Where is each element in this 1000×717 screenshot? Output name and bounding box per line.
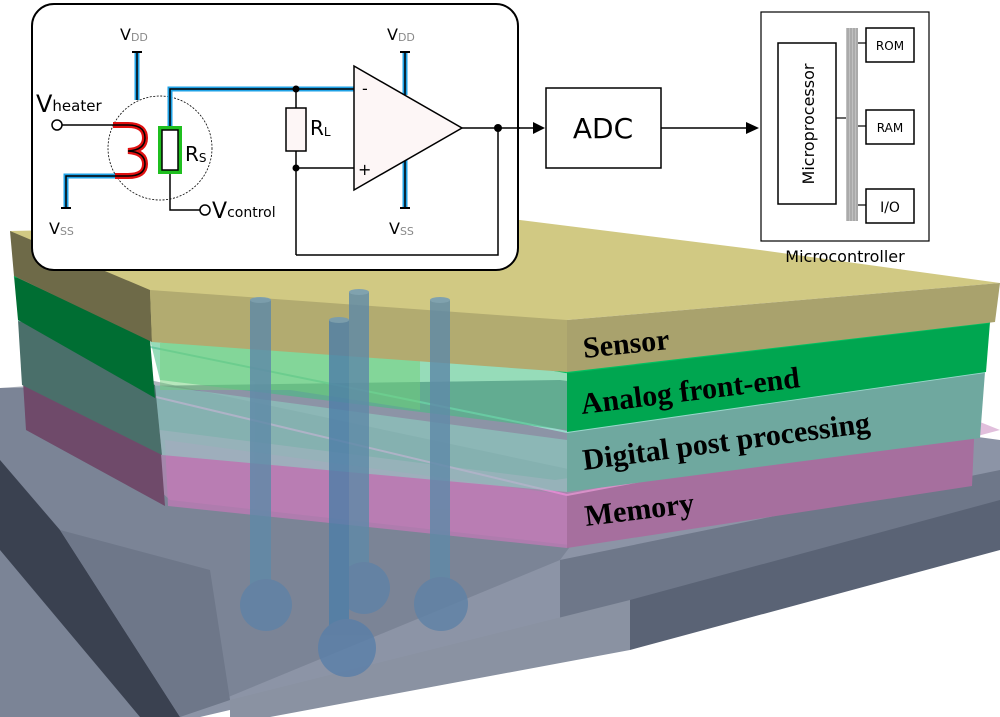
adc-block: ADC xyxy=(518,87,759,169)
vdd-left-label: VDD xyxy=(120,25,148,44)
sensor-front xyxy=(567,283,1000,372)
junction-output xyxy=(494,124,502,132)
rl-label: RL xyxy=(310,116,331,140)
rom-box xyxy=(865,27,915,63)
substrate-lower-front xyxy=(230,600,630,717)
dpp-side xyxy=(18,320,162,455)
microprocessor-box xyxy=(777,42,837,205)
ram-label: RAM xyxy=(877,121,903,135)
vcontrol-wire xyxy=(169,174,200,211)
via-1 xyxy=(240,297,292,631)
rs-resistor xyxy=(161,129,179,171)
via-3 xyxy=(414,297,468,631)
afe-side xyxy=(14,276,155,398)
vdd-left-rail xyxy=(132,51,142,100)
adc-box xyxy=(545,87,662,169)
vcontrol-terminal xyxy=(199,204,211,216)
opamp-plus-label: + xyxy=(358,160,371,179)
system-bus-lines xyxy=(847,28,858,221)
through-silicon-vias xyxy=(240,289,468,677)
io-label: I/O xyxy=(880,200,900,216)
to-adc-arrowhead xyxy=(533,122,545,134)
rs-label: RS xyxy=(185,142,207,166)
substrate-side xyxy=(0,460,180,717)
heater-coil-core xyxy=(113,124,146,177)
gas-sensor-outline xyxy=(107,95,213,201)
system-bus xyxy=(846,28,858,221)
vdd-right-label: VDD xyxy=(387,25,415,44)
vss-right-rail xyxy=(400,160,410,209)
opamp-triangle xyxy=(353,64,464,192)
microcontroller-label: Microcontroller xyxy=(785,247,905,266)
opamp-minus-label: - xyxy=(362,79,368,98)
vdd-right-rail xyxy=(400,51,410,95)
microprocessor-label: Microprocessor xyxy=(799,63,818,184)
substrate-front-dark xyxy=(630,500,1000,650)
vss-left-rail xyxy=(61,173,115,209)
via-2 xyxy=(338,289,390,614)
dpp-front xyxy=(567,372,985,492)
afe-front xyxy=(567,322,990,432)
ram-box xyxy=(865,109,915,145)
io-box xyxy=(865,188,915,224)
rom-label: ROM xyxy=(876,39,904,53)
vheater-terminal xyxy=(51,119,63,131)
via-4 xyxy=(318,317,376,677)
circuit-panel-box xyxy=(31,3,519,271)
feedback-wire xyxy=(296,128,499,256)
vss-left-label: VSS xyxy=(49,219,74,238)
vheater-label: Vheater xyxy=(36,90,102,118)
rl-resistor xyxy=(285,107,307,152)
circuit-panel: VDD Vheater VSS RS Vcontrol RL xyxy=(31,3,520,271)
microcontroller-block: Microprocessor ROM RAM I/O Microcontroll… xyxy=(760,11,930,266)
adc-to-mcu-arrowhead xyxy=(746,122,759,134)
adc-label: ADC xyxy=(573,112,633,145)
substrate-inner-step xyxy=(60,530,230,717)
vcontrol-label: Vcontrol xyxy=(212,199,276,224)
vss-right-label: VSS xyxy=(389,219,414,238)
